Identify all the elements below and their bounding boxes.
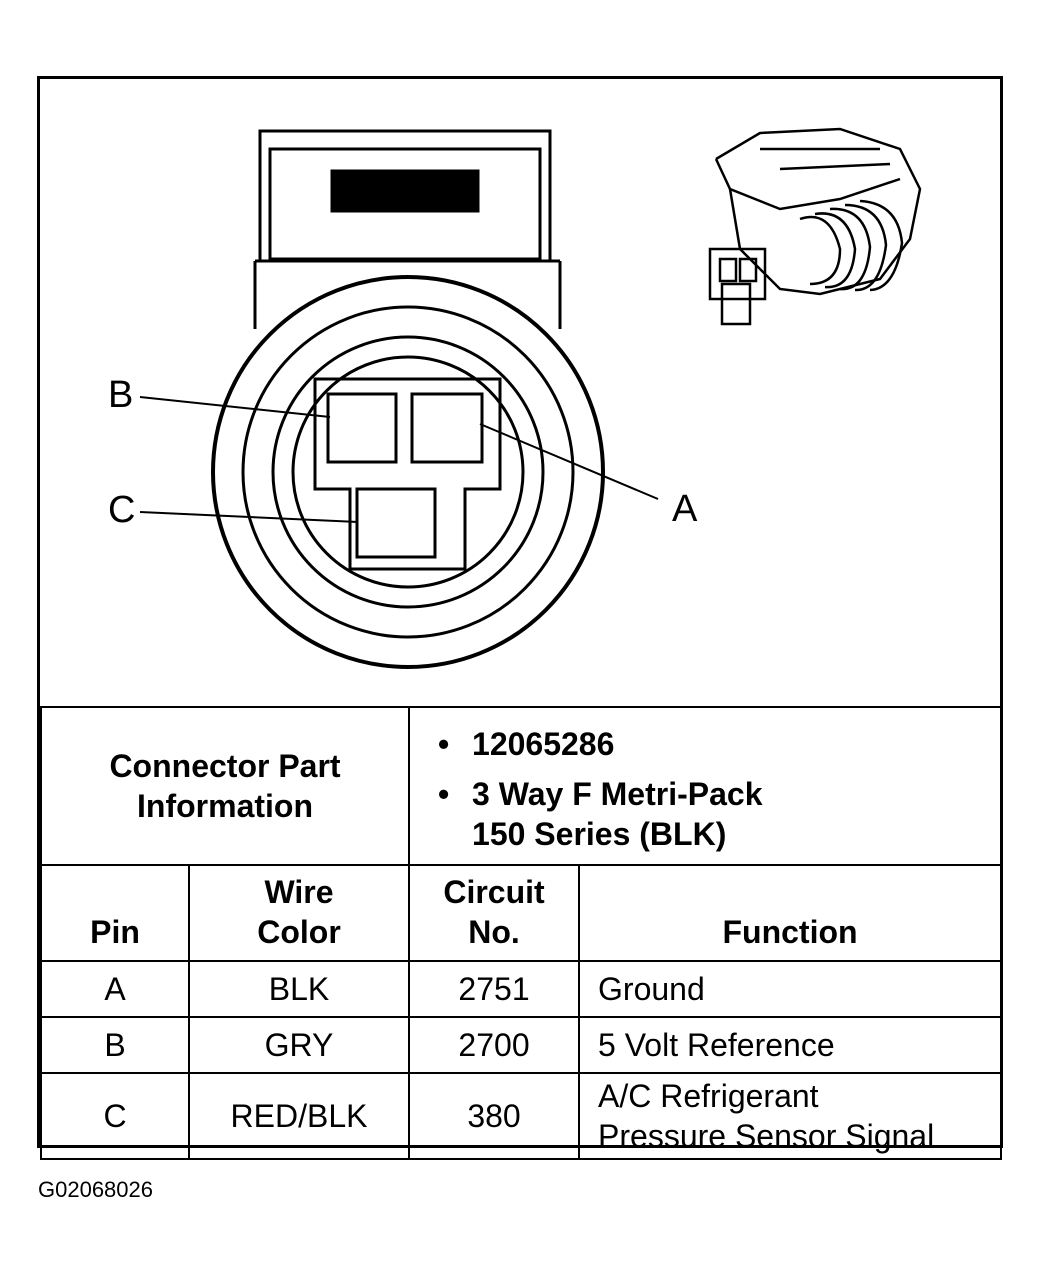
- pin-label-b: B: [108, 374, 133, 416]
- pin-cell: A: [40, 960, 190, 1018]
- connector-part-label: Connector Part Information: [109, 748, 341, 824]
- table-row: B GRY 2700 5 Volt Reference: [40, 1016, 1003, 1074]
- circuit-cell: 2751: [408, 960, 581, 1018]
- connector-type: 3 Way F Metri-Pack 150 Series (BLK): [438, 774, 1000, 854]
- pin-cell: B: [40, 1016, 190, 1074]
- header-wire-color: Wire Color: [187, 864, 411, 962]
- wire-color-cell: GRY: [187, 1016, 411, 1074]
- connector-part-row: Connector Part Information 12065286 3 Wa…: [39, 706, 1003, 866]
- figure-id: G02068026: [38, 1177, 153, 1202]
- wire-color-cell: RED/BLK: [187, 1072, 411, 1160]
- connector-part-label-cell: Connector Part Information: [39, 706, 411, 866]
- wire-color-cell: BLK: [187, 960, 411, 1018]
- table-row: C RED/BLK 380 A/C Refrigerant Pressure S…: [40, 1072, 1003, 1160]
- circuit-cell: 2700: [408, 1016, 581, 1074]
- terminal-a: [410, 392, 484, 464]
- pin-cell: C: [40, 1072, 190, 1160]
- pin-label-c: C: [108, 489, 135, 531]
- terminal-b: [326, 392, 398, 464]
- connector-perspective-view: [708, 127, 922, 326]
- function-cell: A/C Refrigerant Pressure Sensor Signal: [578, 1072, 1003, 1160]
- connector-info-table: Connector Part Information 12065286 3 Wa…: [39, 706, 1003, 1160]
- function-cell: 5 Volt Reference: [578, 1016, 1003, 1074]
- pin-label-a: A: [672, 488, 698, 530]
- part-number: 12065286: [438, 724, 1000, 764]
- circuit-cell: 380: [408, 1072, 581, 1160]
- connector-drawing: B A C: [108, 127, 922, 669]
- connector-face-view: [139, 129, 659, 669]
- table-row: A BLK 2751 Ground: [40, 960, 1003, 1018]
- connector-part-values: 12065286 3 Way F Metri-Pack 150 Series (…: [408, 706, 1003, 866]
- header-function: Function: [578, 864, 1003, 962]
- header-circuit-no: Circuit No.: [408, 864, 581, 962]
- header-pin: Pin: [40, 864, 190, 962]
- pin-table-header: Pin Wire Color Circuit No. Function: [40, 864, 1003, 962]
- function-cell: Ground: [578, 960, 1003, 1018]
- terminal-c: [355, 487, 437, 559]
